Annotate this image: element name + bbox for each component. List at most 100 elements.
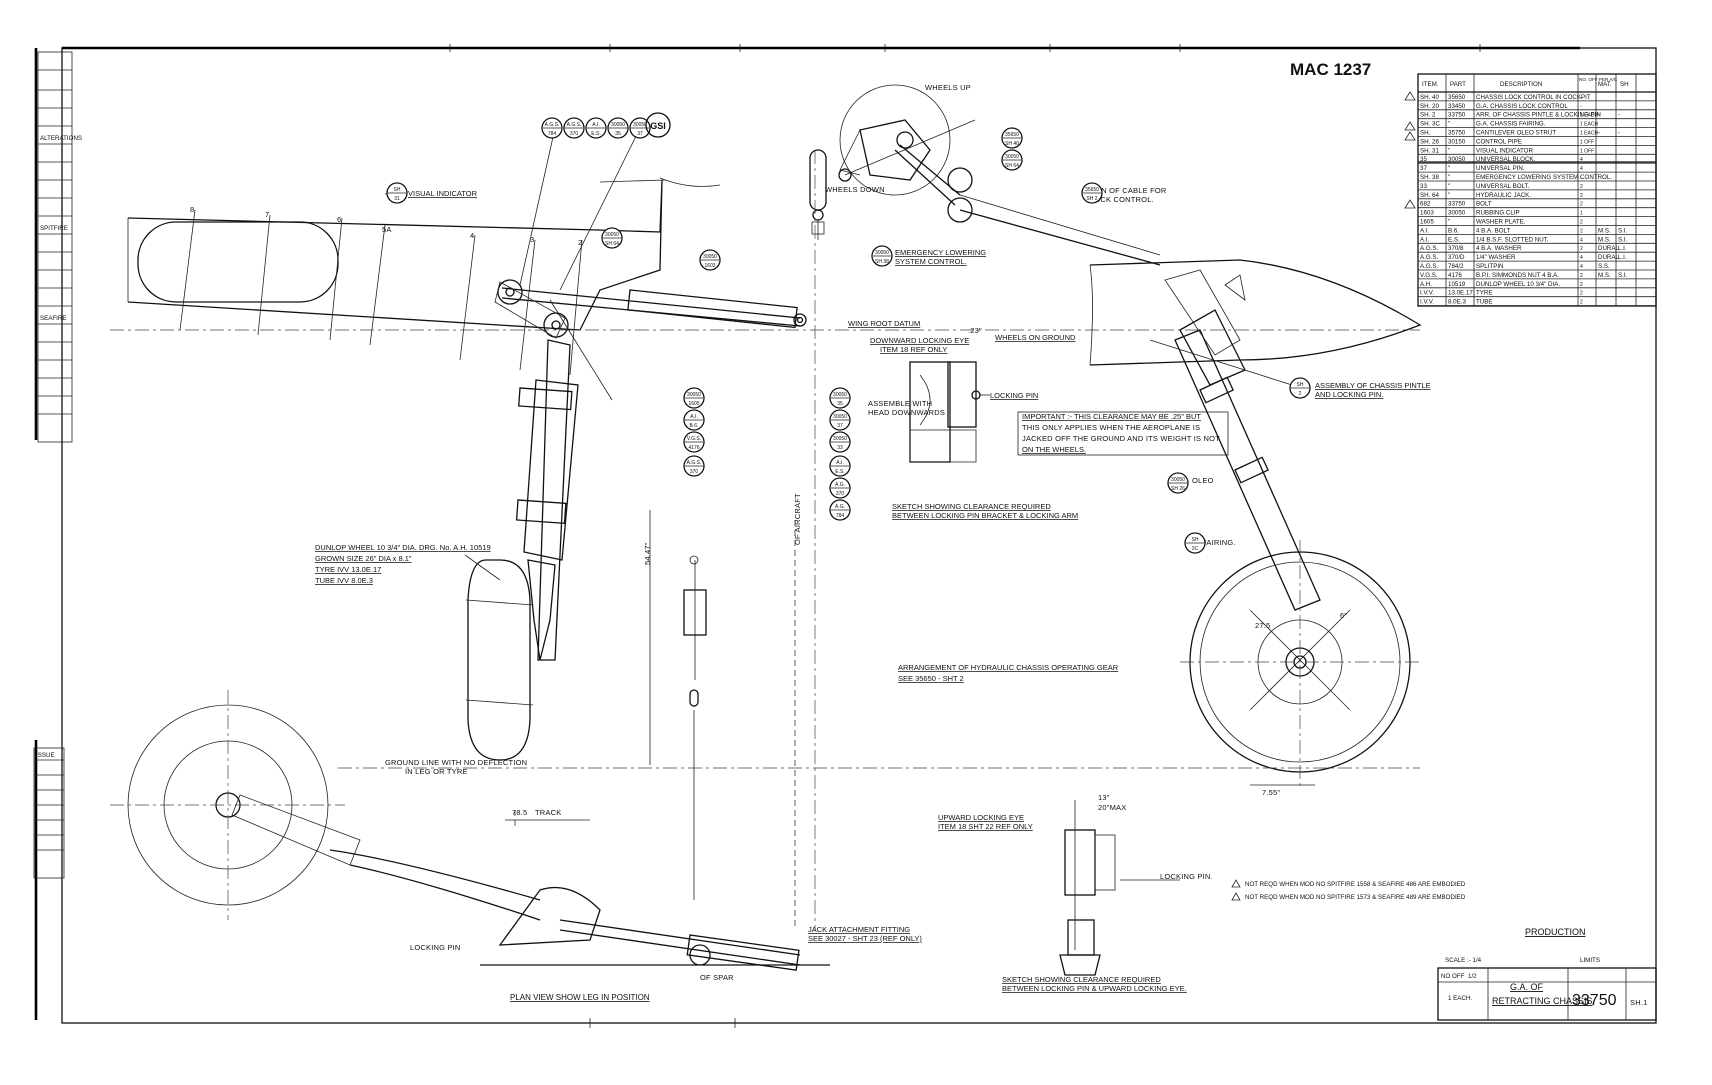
- part-callout-bubbles: A.G.S.784A.G.S.370A.I.E.S.30050353005037…: [386, 117, 1311, 554]
- table-cell: CANTILEVER OLEO STRUT: [1476, 130, 1556, 137]
- assembly-pintle-label-1: ASSEMBLY OF CHASSIS PINTLE: [1315, 381, 1431, 390]
- station-5a: 5A: [382, 225, 392, 234]
- table-cell: HYDRAULIC JACK.: [1476, 192, 1531, 199]
- table-cell: -: [1580, 95, 1582, 101]
- mod-notes: NOT REQD WHEN MOD NO SPITFIRE 1558 & SEA…: [1231, 879, 1466, 901]
- wheels-up-label: WHEELS UP: [925, 83, 971, 92]
- callout-bottom-text: 4176: [688, 445, 699, 451]
- callout-top-text: 35650: [1005, 132, 1019, 138]
- callout-bottom-text: 2: [1299, 391, 1302, 397]
- callout-bottom-text: 784: [548, 131, 557, 137]
- important-note-1: IMPORTANT :- THIS CLEARANCE MAY BE .25" …: [1022, 412, 1201, 421]
- table-cell: 2: [1580, 246, 1583, 252]
- wing-root-datum-label: WING ROOT DATUM: [848, 319, 920, 328]
- indicator-rod: [683, 555, 707, 900]
- callout-top-text: V.G.S.: [687, 436, 701, 442]
- callout-bottom-text: 784: [836, 513, 845, 519]
- table-cell: 4: [1580, 157, 1583, 163]
- table-cell: 2: [1580, 193, 1583, 199]
- table-cell: CONTROL PIPE: [1476, 138, 1522, 145]
- table-cell: 1 EACH: [1580, 131, 1598, 137]
- table-cell: SPLITPIN: [1476, 263, 1504, 270]
- table-cell: SH. 38: [1420, 174, 1439, 181]
- important-note-2: THIS ONLY APPLIES WHEN THE AEROPLANE IS: [1022, 423, 1200, 432]
- callout-top-text: 30050: [633, 122, 647, 128]
- track-label: TRACK: [535, 808, 561, 817]
- callout-bottom-text: 37: [637, 131, 643, 137]
- station-7: 7: [265, 210, 269, 219]
- station-6: 6: [337, 215, 341, 224]
- table-cell: A.I.: [1420, 236, 1430, 243]
- table-cell: 1/4" WASHER: [1476, 254, 1516, 261]
- callout-bottom-text: SH 38: [875, 259, 889, 265]
- callout-top-text: 30050: [833, 414, 847, 420]
- callout-top-text: 30050: [1171, 477, 1185, 483]
- plan-locking-pin: LOCKING PIN: [410, 943, 461, 952]
- production-label: PRODUCTION: [1525, 927, 1586, 937]
- callout-top-text: A.I.: [592, 122, 600, 128]
- callout-bottom-text: SH 26: [1171, 486, 1185, 492]
- table-cell: 2: [1580, 300, 1583, 306]
- callout-top-text: A.G.S.: [687, 460, 702, 466]
- callout-bottom-text: 1605: [688, 401, 699, 407]
- table-cell: S.I.: [1618, 236, 1628, 243]
- margin-seafire: SEAFIRE: [40, 315, 66, 322]
- table-cell: 1603: [1420, 210, 1434, 217]
- th-item: ITEM.: [1422, 81, 1439, 88]
- callout-bottom-text: E.S.: [591, 131, 600, 137]
- dim-of-aircraft: OF AIRCRAFT: [793, 493, 802, 545]
- table-cell: ": [1448, 219, 1450, 226]
- table-cell: 8.0E.3: [1448, 299, 1466, 306]
- no-off-value: 1/2: [1468, 973, 1477, 980]
- table-cell: 4 B.A. WASHER: [1476, 245, 1522, 252]
- th-mat: MAT.: [1598, 81, 1612, 88]
- table-cell: 30050: [1448, 210, 1466, 217]
- table-cell: 33750: [1448, 201, 1466, 208]
- scale-label: SCALE :- 1/4: [1445, 957, 1482, 964]
- table-cell: ": [1448, 147, 1450, 154]
- margin-alterations: ALTERATIONS: [40, 135, 82, 142]
- dunlop-3: TYRE IVV 13.0E.17: [315, 565, 381, 574]
- table-cell: SH. 2: [1420, 112, 1436, 119]
- table-cell: 33750: [1448, 112, 1466, 119]
- table-cell: B.6.: [1448, 227, 1459, 234]
- table-cell: SH. 20: [1420, 103, 1439, 110]
- visual-indicator-label: VISUAL INDICATOR: [408, 189, 478, 198]
- table-cell: 35: [1420, 156, 1427, 163]
- table-cell: -: [1618, 112, 1620, 119]
- callout-bottom-text: SH 2: [1086, 196, 1097, 202]
- table-cell: 10519: [1448, 281, 1466, 288]
- table-cell: SH. 26: [1420, 138, 1439, 145]
- jack-attach-1: JACK ATTACHMENT FITTING: [808, 925, 910, 934]
- callout-top-text: 30050: [833, 392, 847, 398]
- front-view-gear: ASSEMBLY OF CHASSIS PINTLE AND LOCKING P…: [1089, 259, 1431, 797]
- table-cell: 1 OFF: [1580, 148, 1594, 154]
- station-8: 8: [190, 205, 194, 214]
- callout-top-text: 30050: [703, 254, 717, 260]
- table-cell: ": [1448, 174, 1450, 181]
- dim-2775: 27.5: [1255, 621, 1270, 630]
- title-drawing-no: 33750: [1572, 992, 1617, 1009]
- bubble-cluster-top: [519, 127, 641, 291]
- ground-line-1: GROUND LINE WITH NO DEFLECTION: [385, 758, 527, 767]
- emergency-lowering-label-1: EMERGENCY LOWERING: [895, 248, 986, 257]
- wheels-on-ground-label: WHEELS ON GROUND: [995, 333, 1076, 342]
- table-cell: 1 OFF: [1580, 139, 1594, 145]
- dim-20max: 20"MAX: [1098, 803, 1126, 812]
- table-cell: 4: [1580, 166, 1583, 172]
- table-cell: A.G.S.: [1420, 263, 1439, 270]
- downward-eye-1: DOWNWARD LOCKING EYE: [870, 336, 969, 345]
- table-cell: E.S.: [1448, 236, 1460, 243]
- arrangement-1: ARRANGEMENT OF HYDRAULIC CHASSIS OPERATI…: [898, 663, 1119, 672]
- table-cell: 4 B.A. BOLT: [1476, 227, 1510, 234]
- each-label: 1 EACH.: [1448, 995, 1472, 1002]
- dim-6: 6": [1340, 611, 1347, 620]
- locking-pin-2-label: LOCKING PIN.: [1160, 872, 1213, 881]
- dunlop-2: GROWN SIZE 26" DIA x 8.1": [315, 554, 412, 563]
- table-cell: TYRE: [1476, 290, 1493, 297]
- dim-5447: 54.47": [643, 542, 652, 565]
- table-cell: M.S.: [1598, 272, 1611, 279]
- table-cell: S.I.: [1618, 227, 1628, 234]
- callout-top-text: 30050: [687, 392, 701, 398]
